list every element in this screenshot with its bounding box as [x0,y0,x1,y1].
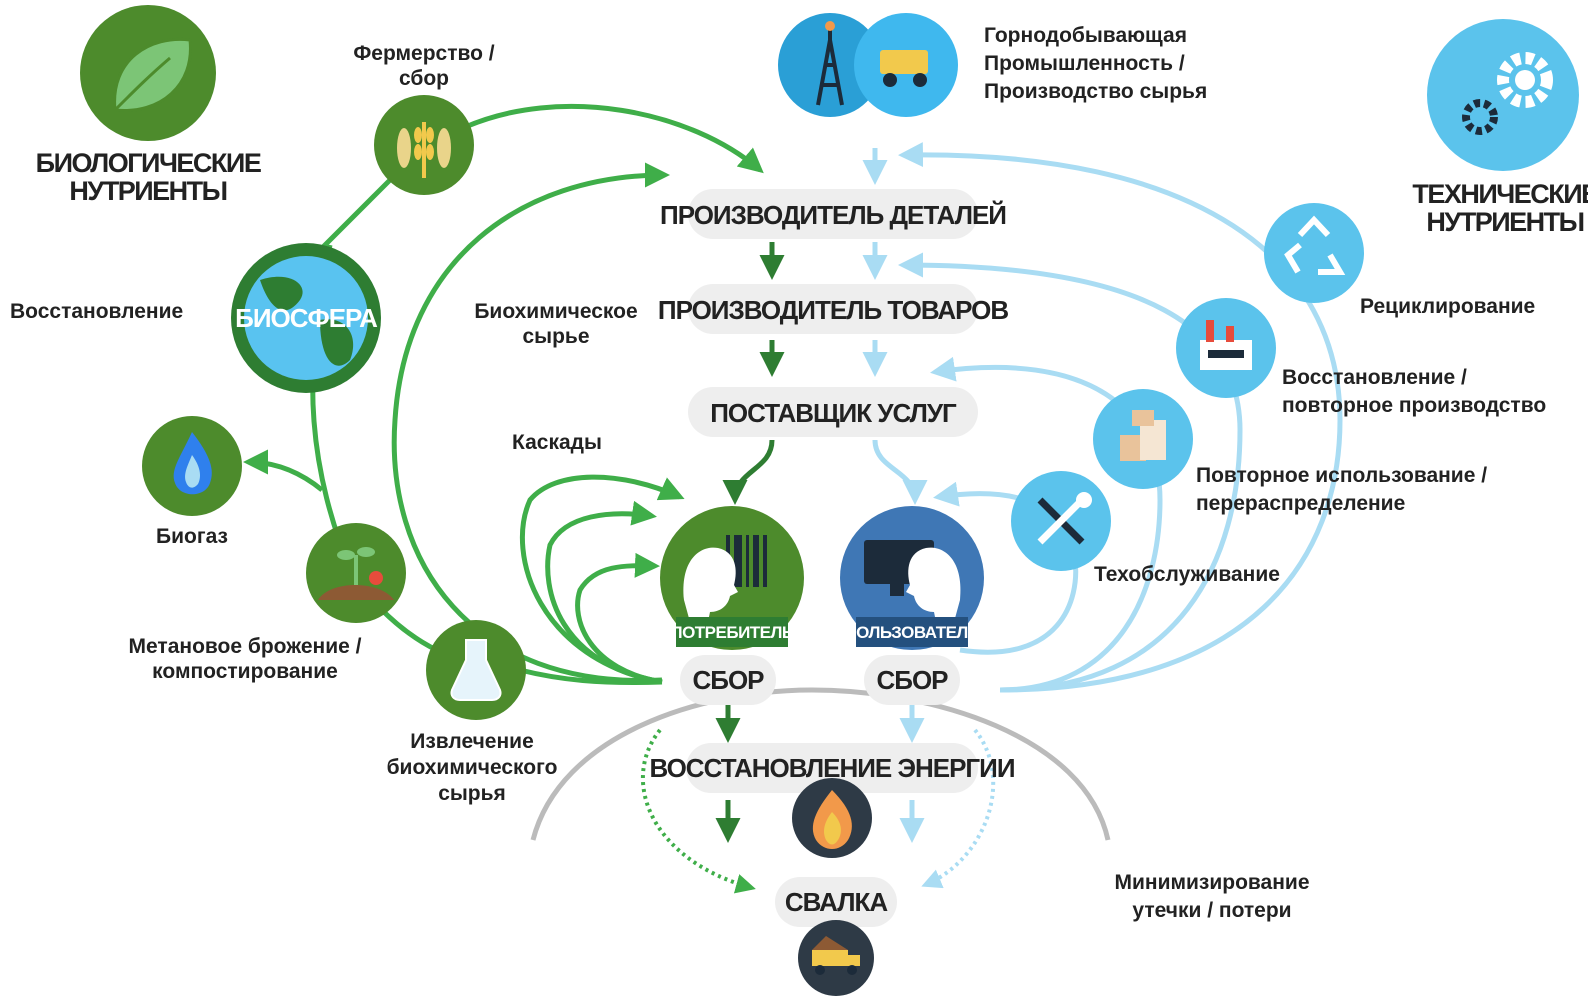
leakage-label-2: утечки / потери [1132,899,1291,922]
product-maker-pill [688,284,978,334]
methane-node [306,523,406,623]
landfill-label: СВАЛКА [785,887,888,917]
methane-label-1: Метановое брожение / [129,635,362,658]
tech-nutrients-icon [1427,19,1579,171]
remanufacture-label-1: Восстановление / [1282,366,1467,389]
bio-nutrients-icon [80,5,216,141]
arrow-to-biogas [243,449,324,492]
biochem-label-1: Биохимическое [474,300,637,323]
loop-recycling [898,142,1343,693]
flask-icon [450,639,502,701]
arrow-service-to-user [872,439,928,505]
parts-maker-pill [688,189,978,239]
reuse-label-2: перераспределение [1196,492,1405,515]
arrow-biochem-to-parts [391,162,670,684]
extraction-label-3: сырья [438,782,506,805]
dump-truck-icon [880,50,928,87]
restoration-label: Восстановление [10,300,183,323]
boxes-icon [1120,410,1166,461]
landfill-node [798,920,874,996]
tech-title-line1: ТЕХНИЧЕСКИЕ [1412,179,1588,209]
mining-node [778,13,958,117]
reuse-node [1093,389,1193,489]
farming-node [374,95,474,195]
biosphere-label: БИОСФЕРА [235,303,378,333]
parts-maker-label: ПРОИЗВОДИТЕЛЬ ДЕТАЛЕЙ [660,200,1006,230]
consumer-node [660,506,804,650]
landfill-truck-icon [812,936,860,975]
arrow-cascade-2 [545,500,663,685]
mining-label-3: Производство сырья [984,80,1207,103]
consumer-label: ПОТРЕБИТЕЛЬ [670,623,794,642]
service-provider-label: ПОСТАВЩИК УСЛУГ [710,398,957,428]
loop-reuse [930,356,1163,693]
energy-recovery-pill [686,743,978,793]
recycling-node [1264,203,1364,303]
extraction-label-1: Извлечение [410,730,534,753]
tech-title-line2: НУТРИЕНТЫ [1426,207,1583,237]
product-maker-label: ПРОИЗВОДИТЕЛЬ ТОВАРОВ [658,295,1008,325]
loop-remanufacture [898,252,1243,693]
energy-node [792,778,872,858]
oil-derrick-icon [816,30,844,106]
arrow-service-to-consumer [722,439,775,505]
collection-tech-label: СБОР [876,665,948,695]
arrow-leak-tech [921,728,996,889]
biogas-node [142,416,242,516]
recycle-icon [1284,215,1346,275]
biochem-label-2: сырье [522,325,589,348]
head-barcode-icon [683,535,767,622]
leakage-label-1: Минимизирование [1114,871,1309,894]
landfill-pill [775,877,897,927]
gears-icon [1462,52,1553,135]
user-node [840,506,984,650]
collection-tech-pill [864,655,960,705]
reuse-label-1: Повторное использование / [1196,464,1487,487]
collection-bio-pill [680,655,776,705]
remanufacture-node [1176,298,1276,398]
bio-title-line2: НУТРИЕНТЫ [69,176,226,206]
extraction-label-2: биохимического [387,756,558,779]
wrench-screwdriver-icon [1037,492,1092,545]
arrow-farming-to-parts [461,104,764,174]
compost-icon [318,547,394,600]
biosphere-node [231,243,381,393]
extraction-node [426,620,526,720]
biogas-label: Биогаз [156,525,228,548]
farming-label-2: сбор [399,67,449,90]
arrow-cascade-3 [575,552,663,685]
factory-icon [1200,320,1252,370]
methane-label-2: компостирование [152,660,338,683]
fish-wheat-icon [397,122,451,178]
arrow-leak-bio [641,728,756,894]
mining-label-1: Горнодобывающая [984,24,1187,47]
energy-recovery-label: ВОССТАНОВЛЕНИЕ ЭНЕРГИИ [649,753,1014,783]
bio-title-line1: БИОЛОГИЧЕСКИЕ [36,148,261,178]
tech-flow-arrows [862,142,1343,889]
user-label: ПОЛЬЗОВАТЕЛЬ [844,623,979,642]
mining-label-2: Промышленность / [984,52,1185,75]
leakage-arc [530,687,1111,841]
cascades-label: Каскады [512,431,602,454]
recycling-label: Рециклирование [1360,295,1535,318]
head-monitor-icon [864,540,961,622]
arrow-collection-to-extraction [519,667,663,685]
leaf-icon [113,37,192,113]
collection-bio-label: СБОР [692,665,764,695]
service-provider-pill [688,387,978,437]
remanufacture-label-2: повторное производство [1282,394,1546,417]
farming-label-1: Фермерство / [353,42,494,65]
maintenance-node [1011,471,1111,571]
maintenance-label: Техобслуживание [1094,563,1280,586]
